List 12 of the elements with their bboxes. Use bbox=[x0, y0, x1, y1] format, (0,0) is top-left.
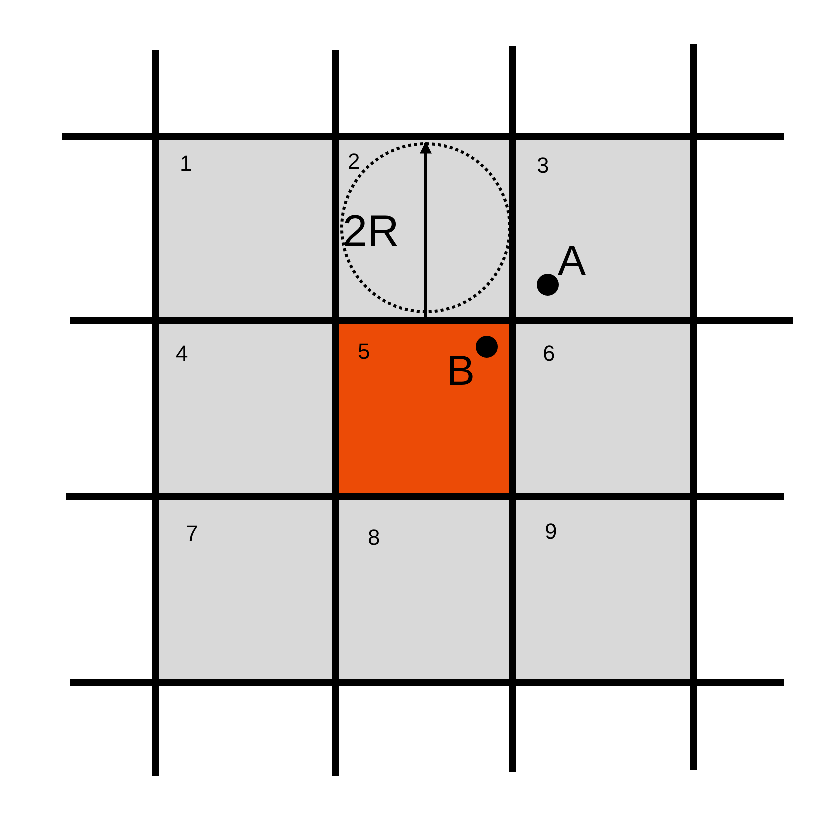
cell-number: 6 bbox=[543, 343, 556, 365]
cell-number: 1 bbox=[180, 153, 192, 175]
cell-number: 9 bbox=[545, 521, 558, 543]
dimension-label: 2R bbox=[343, 210, 400, 254]
point-label: B bbox=[447, 350, 476, 392]
cell-number: 2 bbox=[348, 151, 360, 173]
cell-number: 3 bbox=[537, 155, 550, 177]
cell-number: 4 bbox=[176, 343, 188, 365]
cell-number: 8 bbox=[368, 527, 380, 549]
point-label: A bbox=[558, 240, 586, 282]
cell-number: 7 bbox=[186, 523, 198, 545]
cell-number: 5 bbox=[358, 341, 370, 363]
